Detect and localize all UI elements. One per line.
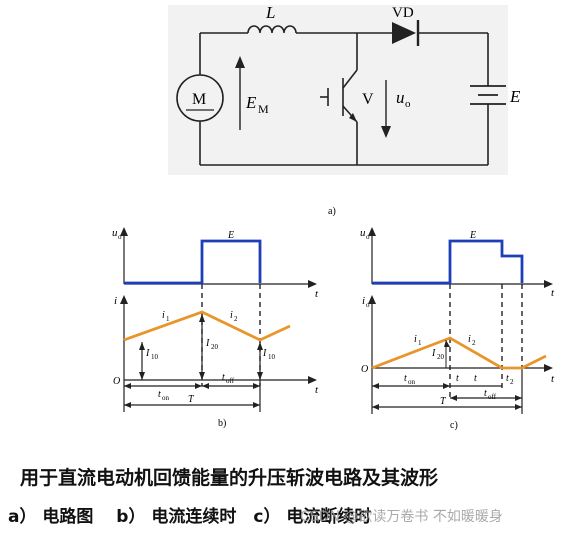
b-ton-sub: on [162, 394, 170, 402]
b-ylabel-top: u [112, 227, 118, 239]
battery-label: E [509, 87, 521, 106]
c-ylabel-top-sub: o [366, 233, 370, 241]
b-I10a-sub: 10 [151, 353, 159, 361]
emf-arrow-icon [235, 56, 245, 68]
uo-waveform-c [372, 239, 524, 285]
c-i1-sub: 1 [418, 339, 422, 347]
figure-caption-line2: a） 电路图 b） 电流连续时 c） 电流断续时 [8, 506, 371, 527]
i-waveform-b [123, 310, 291, 342]
c-level-E: E [469, 230, 476, 241]
emf-label: E [245, 93, 257, 112]
b-I20-sub: 20 [211, 343, 219, 351]
b-toff-label: t [222, 372, 225, 383]
figure-caption-line1: 用于直流电动机回馈能量的升压斩波电路及其波形 [20, 466, 438, 489]
b-ylabel-top-sub: o [118, 233, 122, 241]
c-I20-sub: 20 [437, 353, 445, 361]
b-xlabel-top: t [315, 288, 319, 300]
b-T-label: T [188, 394, 195, 405]
c-i2-sub: 2 [472, 339, 476, 347]
diode-symbol [392, 20, 420, 46]
battery-symbol [470, 85, 506, 105]
c-T-label: T [440, 396, 447, 407]
c-t1-label: t [456, 373, 459, 384]
uo-label: u [396, 88, 405, 107]
i-waveform-c [371, 336, 547, 370]
c-toff-sub: off [488, 393, 497, 401]
caption-a: a) [328, 206, 336, 217]
diode-label: VD [392, 5, 414, 21]
c-i2-label: i [468, 334, 471, 345]
c-xlabel-bottom: t [551, 373, 555, 385]
c-origin: O [361, 364, 368, 375]
c-ylabel-bottom-sub: o [366, 301, 370, 309]
c-ton-sub: on [408, 378, 416, 386]
waveform-c: u o t E i o t i 1 i 2 I 20 O t on t t t … [360, 227, 555, 431]
c-xlabel-top: t [551, 287, 555, 299]
b-ylabel-bottom: i [114, 295, 117, 307]
b-toff-sub: off [226, 377, 235, 385]
uo-label-sub: o [405, 98, 411, 110]
waveform-b: u o t E i t i 1 i 2 I 10 I 20 I 10 O t o… [112, 227, 319, 429]
c-ton-label: t [404, 373, 407, 384]
uo-waveform-b [124, 239, 262, 285]
c-t-label: t [474, 373, 477, 384]
b-i2-sub: 2 [234, 315, 238, 323]
caption-b: b) [218, 418, 226, 429]
switch-label: V [362, 91, 374, 108]
circuit-diagram: L VD M E M V u o E a) [168, 3, 521, 217]
emf-label-sub: M [258, 102, 269, 116]
c-ylabel-top: u [360, 227, 366, 239]
b-i1-label: i [162, 310, 165, 321]
igbt-arrow-icon [349, 113, 357, 122]
b-i2-label: i [230, 310, 233, 321]
motor-label: M [192, 91, 206, 108]
b-I20-label: I [205, 338, 210, 349]
b-i1-sub: 1 [166, 315, 170, 323]
c-t2-sub: 2 [510, 378, 514, 386]
b-I10b-label: I [262, 348, 267, 359]
b-ton-label: t [158, 389, 161, 400]
b-I10a-label: I [145, 348, 150, 359]
c-ylabel-bottom: i [362, 295, 365, 307]
caption-c: c) [450, 420, 458, 431]
uo-arrow-icon [381, 126, 391, 138]
inductor-label: L [265, 3, 275, 22]
watermark: CSDN @欲读万卷书 不如暖暖身 [300, 508, 503, 525]
c-toff-label: t [484, 388, 487, 399]
b-xlabel-bottom: t [315, 384, 319, 396]
c-i1-label: i [414, 334, 417, 345]
c-t2-label: t [506, 373, 509, 384]
inductor-coil [247, 25, 297, 34]
b-I10b-sub: 10 [268, 353, 276, 361]
b-origin: O [113, 376, 120, 387]
b-level-E: E [227, 230, 234, 241]
c-I20-label: I [431, 348, 436, 359]
motor-symbol [176, 74, 224, 122]
